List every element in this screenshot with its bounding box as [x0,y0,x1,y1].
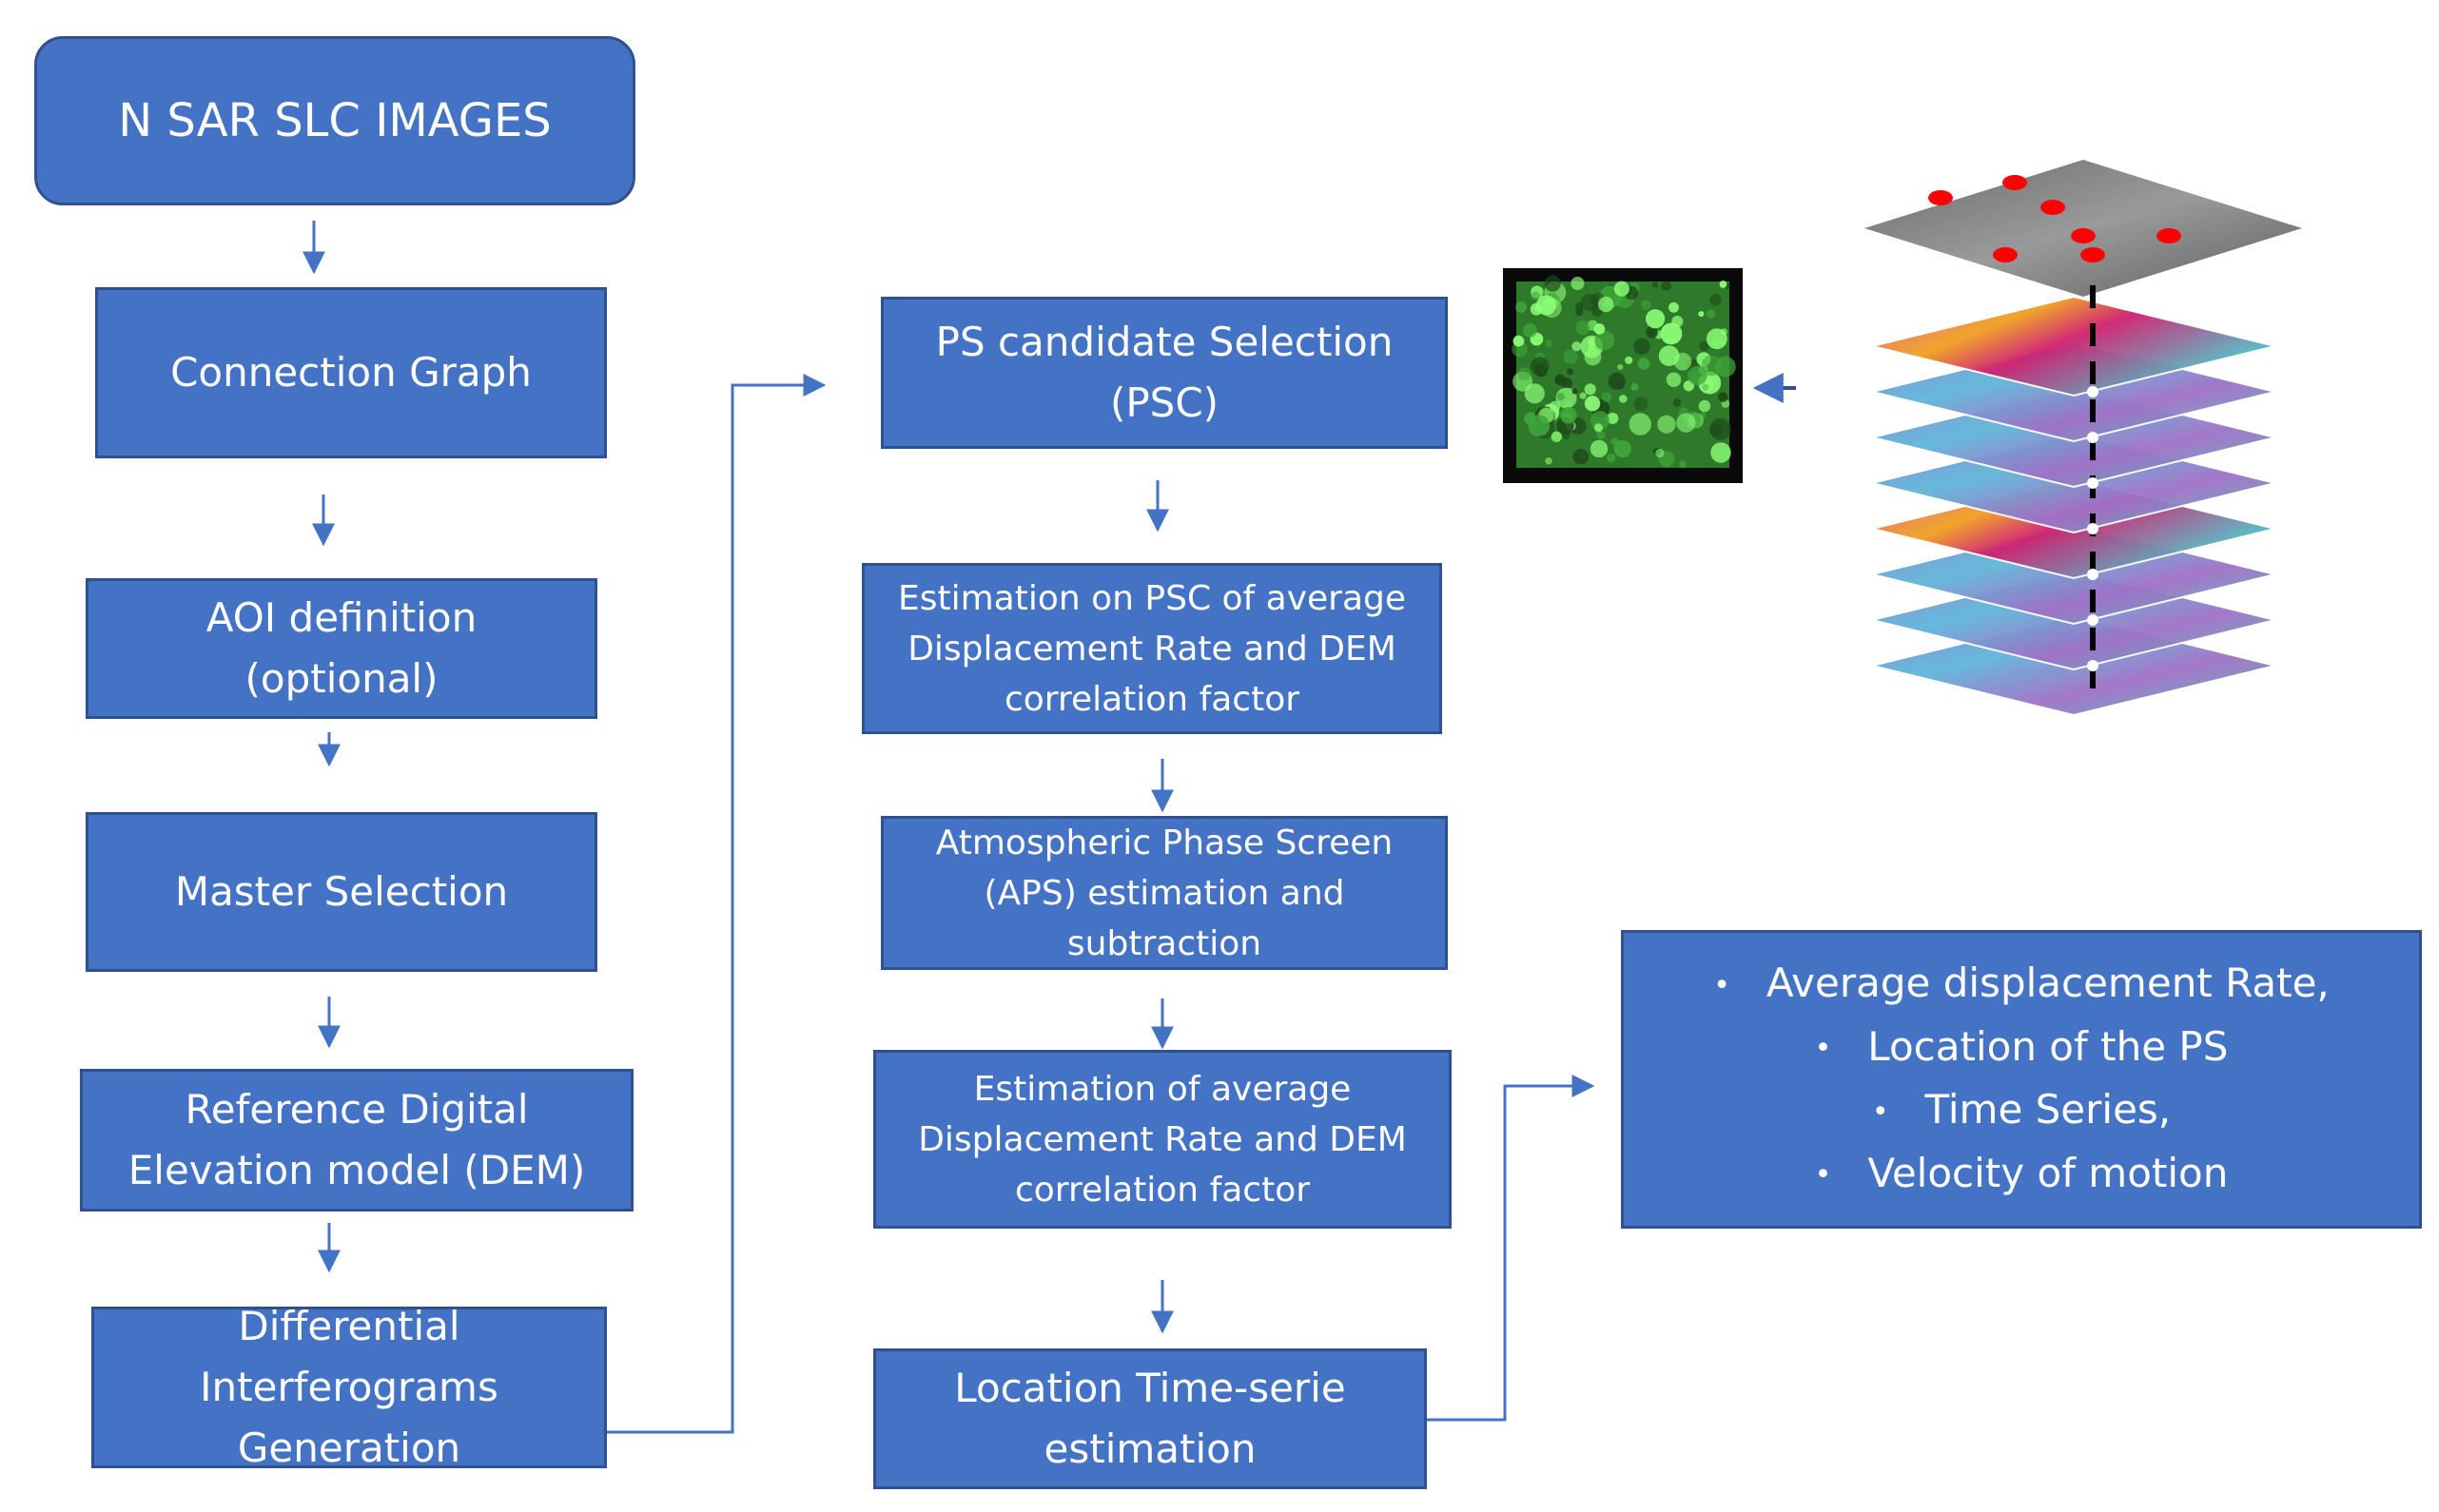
box-aoi-line-1: AOI definition [205,594,478,641]
bullet-icon: • [1871,1095,1889,1129]
arrow-diff-to-psc [607,374,827,1434]
box-est-psc-line-3: correlation factor [1004,679,1300,719]
box-est-avg-line-1: Estimation of average [973,1069,1352,1109]
box-psc-line-1: PS candidate Selection [935,319,1394,365]
box-diff-line-1: Differential [238,1307,460,1349]
box-graph-line-1: Connection Graph [170,349,532,396]
output-item-text: Time Series, [1924,1086,2172,1133]
box-aoi-definition: AOI definition (optional) [86,578,597,719]
box-loc-line-1: Location Time-serie [954,1365,1346,1411]
box-dem-line-2: Elevation model (DEM) [127,1147,586,1193]
box-est-avg-line-3: correlation factor [1014,1170,1311,1210]
output-item: • Velocity of motion [1713,1143,2330,1207]
output-item: • Location of the PS [1713,1017,2330,1080]
output-item-text: Location of the PS [1867,1022,2229,1070]
box-aps-line-2: (APS) estimation and [984,873,1345,913]
box-est-psc-line-1: Estimation on PSC of average [897,578,1407,618]
box-psc-line-2: (PSC) [1109,379,1220,426]
output-item-text: Average displacement Rate, [1766,960,2330,1006]
output-item: • Average displacement Rate, [1713,953,2330,1017]
box-aoi-line-2: (optional) [244,655,439,702]
bullet-icon: • [1814,1158,1832,1192]
box-connection-graph: Connection Graph [95,287,607,458]
box-aps-line-1: Atmospheric Phase Screen [935,823,1394,863]
box-location-time-serie: Location Time-serie estimation [873,1348,1427,1489]
box-ps-candidate-selection: PS candidate Selection (PSC) [881,297,1448,449]
box-dem-line-1: Reference Digital [185,1086,529,1133]
box-n-sar-slc-images: N SAR SLC IMAGES [34,36,635,205]
box-est-psc-line-2: Displacement Rate and DEM [907,629,1396,669]
box-est-avg-line-2: Displacement Rate and DEM [918,1119,1407,1159]
box-diff-line-3: Generation [237,1425,461,1468]
box-master-line-1: Master Selection [174,868,509,915]
output-item: • Time Series, [1713,1079,2330,1143]
output-item-text: Velocity of motion [1867,1149,2229,1196]
box-loc-line-2: estimation [1044,1425,1257,1472]
box-outputs: • Average displacement Rate, • Location of … [1621,930,2422,1229]
outputs-list: • Average displacement Rate, • Location of … [1713,953,2330,1206]
box-atmospheric-phase-screen: Atmospheric Phase Screen (APS) estimation… [881,816,1448,970]
bullet-icon: • [1713,968,1730,1002]
box-sar-line-1: N SAR SLC IMAGES [118,94,552,147]
box-aps-line-3: subtraction [1066,923,1262,963]
bullet-icon: • [1814,1032,1832,1065]
box-diff-line-2: Interferograms [200,1364,498,1410]
box-master-selection: Master Selection [86,812,597,972]
arrow-loc-to-outputs [1427,1075,1595,1422]
